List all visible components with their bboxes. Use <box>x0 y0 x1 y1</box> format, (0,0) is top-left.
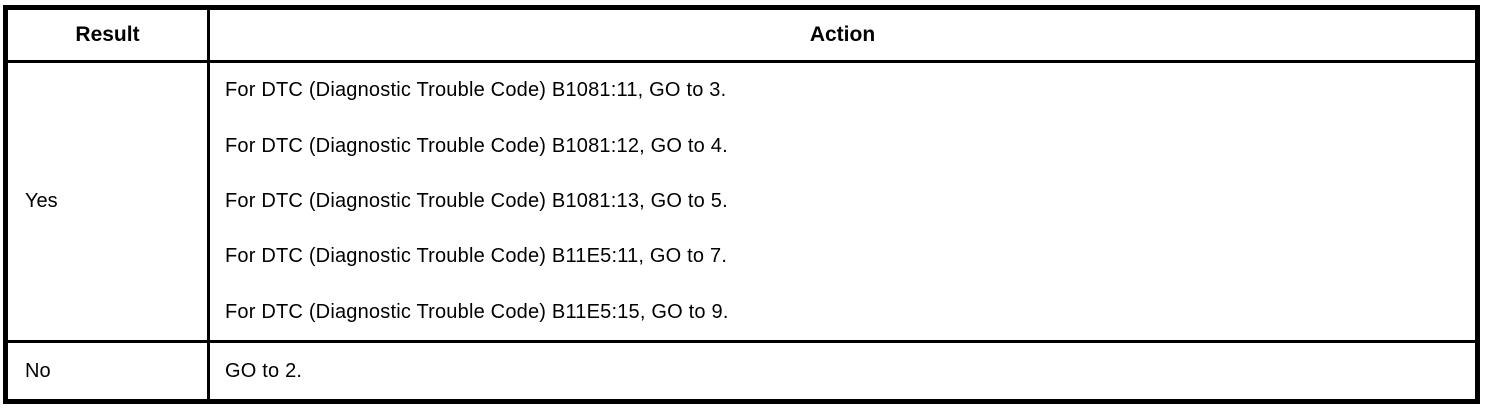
header-cell-result: Result <box>8 10 210 60</box>
table-row-yes: Yes For DTC (Diagnostic Trouble Code) B1… <box>8 63 1475 343</box>
action-line-dtc-b11e5-15: For DTC (Diagnostic Trouble Code) B11E5:… <box>225 300 729 323</box>
header-cell-action: Action <box>809 23 876 46</box>
table-header-row: Result Action <box>8 10 1475 63</box>
action-line-dtc-b1081-11: For DTC (Diagnostic Trouble Code) B1081:… <box>225 79 727 102</box>
result-value-no: No <box>8 343 210 399</box>
table-row-no: No GO to 2. <box>8 343 1475 399</box>
result-value-yes: Yes <box>8 63 210 340</box>
action-line-dtc-b11e5-11: For DTC (Diagnostic Trouble Code) B11E5:… <box>225 245 728 268</box>
action-line-dtc-b1081-13: For DTC (Diagnostic Trouble Code) B1081:… <box>225 190 728 213</box>
action-cell-no: GO to 2. <box>225 359 303 382</box>
result-action-table: Result Action Yes For DTC (Diagnostic Tr… <box>3 5 1480 404</box>
action-line-dtc-b1081-12: For DTC (Diagnostic Trouble Code) B1081:… <box>225 134 728 157</box>
action-cell-yes: For DTC (Diagnostic Trouble Code) B1081:… <box>210 63 1475 340</box>
